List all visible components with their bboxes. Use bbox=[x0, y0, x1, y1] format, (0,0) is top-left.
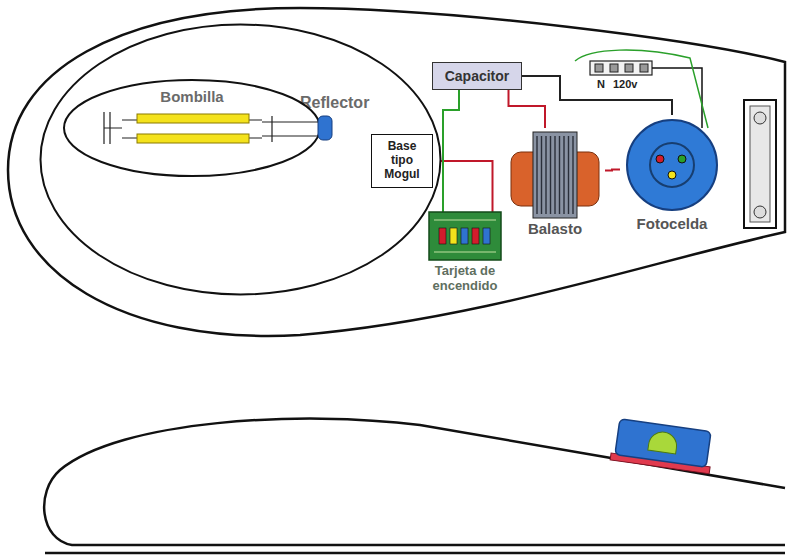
part-label: Capacitor bbox=[445, 68, 510, 84]
reflector-outline bbox=[41, 25, 441, 295]
part-label: Fotocelda bbox=[637, 215, 708, 232]
housing-top-view bbox=[8, 8, 785, 336]
wire bbox=[509, 90, 546, 128]
wire bbox=[605, 169, 620, 172]
arc-tube-frame bbox=[104, 112, 318, 144]
photocell: Fotocelda bbox=[620, 115, 724, 245]
wire bbox=[575, 50, 708, 128]
wire bbox=[522, 76, 672, 115]
bulb-cap bbox=[318, 116, 332, 140]
arc-tube bbox=[137, 114, 249, 123]
terminal-label: N bbox=[597, 78, 605, 90]
wire bbox=[443, 90, 459, 212]
part-label: Base tipo Mogul bbox=[376, 140, 428, 181]
part-label: Balasto bbox=[528, 220, 582, 237]
photocell-window bbox=[648, 430, 679, 454]
lamination-line bbox=[541, 136, 542, 214]
capacitor: Capacitor bbox=[432, 62, 522, 90]
lamination-line bbox=[563, 136, 564, 214]
bolt-head bbox=[754, 112, 766, 124]
terminal-screw bbox=[640, 64, 648, 72]
bracket-slot bbox=[750, 106, 770, 222]
terminal-screw bbox=[595, 64, 603, 72]
ballast: Balasto bbox=[505, 128, 605, 246]
terminal-block bbox=[590, 61, 652, 75]
mogul-base: Base tipo Mogul bbox=[371, 134, 433, 188]
photocell-prong bbox=[656, 155, 664, 163]
photocell-side-view bbox=[610, 418, 715, 474]
lamination-line bbox=[559, 136, 560, 214]
bulb-envelope bbox=[64, 80, 320, 176]
housing-base-line bbox=[45, 552, 785, 555]
part-label: Bombilla bbox=[160, 88, 223, 105]
lamination-line bbox=[536, 136, 537, 214]
bolt-head bbox=[754, 206, 766, 218]
bulb: Bombilla bbox=[62, 78, 334, 178]
lamination-line bbox=[554, 136, 555, 214]
board-component bbox=[439, 228, 446, 244]
terminal-screw bbox=[610, 64, 618, 72]
board-component bbox=[483, 228, 490, 244]
housing-side-view bbox=[44, 419, 785, 545]
ignition-board: Tarjeta de encendido bbox=[410, 212, 520, 304]
lamination-line bbox=[550, 136, 551, 214]
photocell-body bbox=[627, 120, 717, 210]
lamination-line bbox=[545, 136, 546, 214]
core-laminations bbox=[537, 136, 573, 214]
lamination-line bbox=[572, 136, 573, 214]
arc-tube bbox=[137, 134, 249, 143]
circuit-board bbox=[429, 212, 501, 260]
photocell-socket bbox=[650, 143, 694, 187]
board-component bbox=[461, 228, 468, 244]
wire bbox=[433, 161, 493, 212]
terminal-screw bbox=[625, 64, 633, 72]
board-trace bbox=[434, 220, 496, 252]
terminal-block bbox=[590, 61, 652, 75]
ballast-core bbox=[533, 132, 577, 218]
photocell-prong bbox=[668, 171, 676, 179]
mounting-bracket bbox=[744, 100, 776, 228]
photocell-prong bbox=[678, 155, 686, 163]
board-component bbox=[450, 228, 457, 244]
board-component bbox=[472, 228, 479, 244]
part-label: Tarjeta de encendido bbox=[410, 264, 520, 294]
terminal-label: 120v bbox=[613, 78, 637, 90]
photocell-body bbox=[615, 419, 711, 467]
lamination-line bbox=[568, 136, 569, 214]
